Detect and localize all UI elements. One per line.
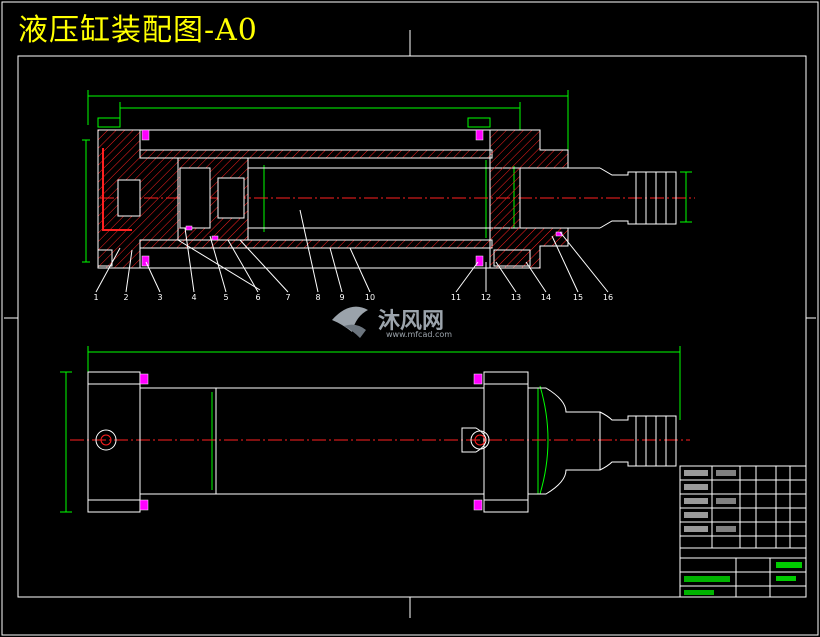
- balloon-label: 4: [191, 293, 196, 302]
- leader-lines: [95, 209, 609, 293]
- front-flange: [483, 371, 529, 513]
- balloon-label: 5: [223, 293, 228, 302]
- balloon-label: 7: [285, 293, 290, 302]
- ports: [95, 429, 490, 451]
- cylinder-barrel: [139, 129, 493, 269]
- balloon-label: 16: [603, 293, 613, 302]
- watermark-brand: 沐风网: [378, 309, 444, 334]
- balloon-label: 6: [255, 293, 260, 302]
- balloon-label: 3: [157, 293, 162, 302]
- bolt-heads: [139, 373, 483, 511]
- drawing-title: 液压缸装配图-A0: [18, 13, 258, 48]
- section-view: 1 2 3 4 5 6 7 8 9 10 11 12 13 14 15 16: [82, 90, 695, 302]
- balloon-label: 8: [315, 293, 320, 302]
- balloon-label: 1: [93, 293, 98, 302]
- mfcad-logo-icon: [332, 306, 368, 338]
- balloon-label: 2: [123, 293, 128, 302]
- tie-bolts: [97, 249, 531, 267]
- watermark-url: www.mfcad.com: [386, 330, 452, 339]
- inner-border: [17, 55, 807, 598]
- balloon-label: 11: [451, 293, 461, 302]
- dimension-lines-bottom: [60, 346, 681, 513]
- balloon-label: 10: [365, 293, 375, 302]
- exterior-view: [60, 346, 690, 513]
- balloon-label: 13: [511, 293, 521, 302]
- barrel-outline: [139, 387, 485, 495]
- title-block: [679, 465, 807, 598]
- exterior-outline: [87, 371, 677, 513]
- balloon-label: 14: [541, 293, 551, 302]
- title-block-fills: [684, 470, 802, 595]
- watermark: 沐风网 www.mfcad.com: [332, 306, 452, 339]
- balloon-label: 15: [573, 293, 583, 302]
- seals-section: [141, 129, 563, 267]
- balloon-numbers: 1 2 3 4 5 6 7 8 9 10 11 12 13 14 15 16: [93, 293, 613, 302]
- front-end-cap: [489, 129, 569, 269]
- piston: [177, 157, 261, 291]
- balloon-label: 12: [481, 293, 491, 302]
- balloon-label: 9: [339, 293, 344, 302]
